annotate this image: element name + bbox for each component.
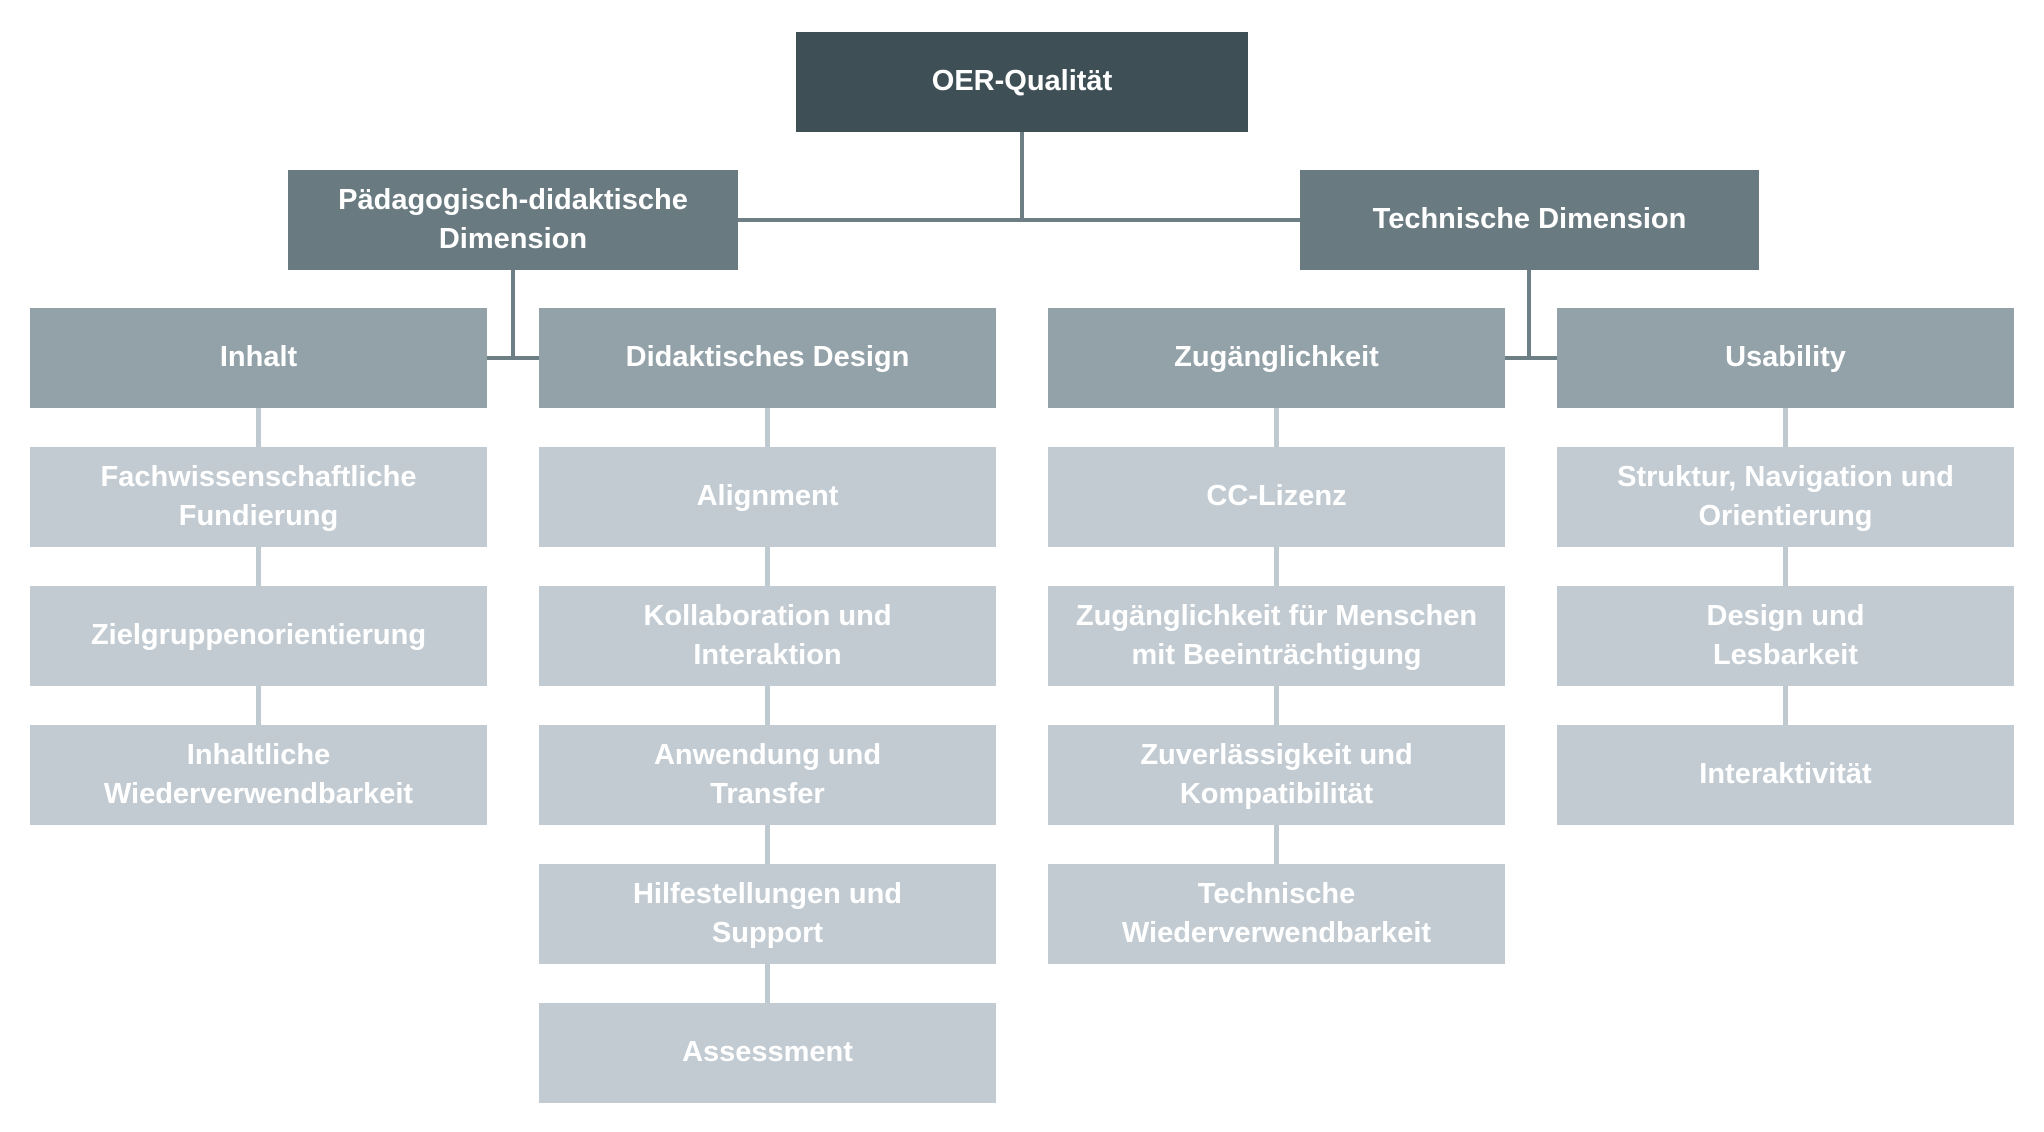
- connector-col4-gap1: [1783, 408, 1788, 447]
- category-node-usability: Usability: [1557, 308, 2014, 408]
- category-node-didaktisches-design: Didaktisches Design: [539, 308, 996, 408]
- connector-col2-gap4: [765, 825, 770, 864]
- connector-dim-left-vertical: [511, 270, 515, 358]
- connector-col2-gap5: [765, 964, 770, 1003]
- criterion-node-zuverlaessigkeit-und-kompatibilitaet: Zuverlässigkeit und Kompatibilität: [1048, 725, 1505, 825]
- connector-col3-gap3: [1274, 686, 1279, 725]
- criterion-node-anwendung-und-transfer: Anwendung und Transfer: [539, 725, 996, 825]
- dimension-node-technisch: Technische Dimension: [1300, 170, 1759, 270]
- criterion-node-inhaltliche-wiederverwendbarkeit: Inhaltliche Wiederverwendbarkeit: [30, 725, 487, 825]
- criterion-node-fachwissenschaftliche-fundierung: Fachwissenschaftliche Fundierung: [30, 447, 487, 547]
- connector-col2-gap3: [765, 686, 770, 725]
- criterion-node-zugaenglichkeit-fuer-menschen: Zugänglichkeit für Menschen mit Beeinträ…: [1048, 586, 1505, 686]
- connector-col3-gap1: [1274, 408, 1279, 447]
- criterion-node-struktur-navigation-orientierung: Struktur, Navigation und Orientierung: [1557, 447, 2014, 547]
- connector-col3-gap4: [1274, 825, 1279, 864]
- connector-col4-gap2: [1783, 547, 1788, 586]
- criterion-node-kollaboration-und-interaktion: Kollaboration und Interaktion: [539, 586, 996, 686]
- connector-dim-right-vertical: [1527, 270, 1531, 358]
- root-node-oer-qualitaet: OER-Qualität: [796, 32, 1248, 132]
- criterion-node-design-und-lesbarkeit: Design und Lesbarkeit: [1557, 586, 2014, 686]
- category-node-inhalt: Inhalt: [30, 308, 487, 408]
- criterion-node-zielgruppenorientierung: Zielgruppenorientierung: [30, 586, 487, 686]
- criterion-node-cc-lizenz: CC-Lizenz: [1048, 447, 1505, 547]
- criterion-node-interaktivitaet: Interaktivität: [1557, 725, 2014, 825]
- criterion-node-technische-wiederverwendbarkeit: Technische Wiederverwendbarkeit: [1048, 864, 1505, 964]
- connector-col2-gap1: [765, 408, 770, 447]
- criterion-node-assessment: Assessment: [539, 1003, 996, 1103]
- connector-dimensions-horizontal: [738, 218, 1300, 222]
- connector-col3-gap2: [1274, 547, 1279, 586]
- category-node-zugaenglichkeit: Zugänglichkeit: [1048, 308, 1505, 408]
- connector-col1-gap2: [256, 547, 261, 586]
- dimension-node-paedagogisch-didaktisch: Pädagogisch-didaktische Dimension: [288, 170, 738, 270]
- connector-stub-inhalt: [487, 356, 539, 360]
- connector-col1-gap1: [256, 408, 261, 447]
- criterion-node-hilfestellungen-und-support: Hilfestellungen und Support: [539, 864, 996, 964]
- criterion-node-alignment: Alignment: [539, 447, 996, 547]
- connector-stub-usability: [1505, 356, 1557, 360]
- connector-root-vertical: [1020, 132, 1024, 222]
- connector-col1-gap3: [256, 686, 261, 725]
- connector-col4-gap3: [1783, 686, 1788, 725]
- connector-col2-gap2: [765, 547, 770, 586]
